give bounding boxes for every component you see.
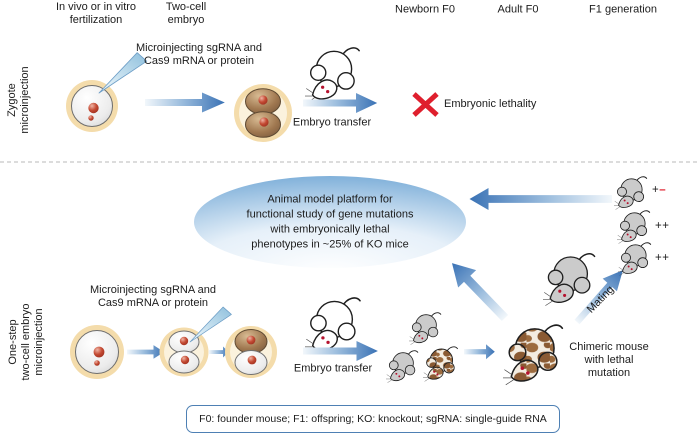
arrow-litter-to-chimeric [464, 344, 495, 360]
arrow-zygote-to-twocell-bottom [127, 345, 165, 359]
pup-gray-mouse-icon-1 [408, 312, 442, 346]
genotype-het: +– [652, 184, 666, 198]
column-header-f1-generation: F1 generation [589, 3, 657, 16]
two-cell-embryo-brown-icon [234, 84, 292, 142]
f1-mouse-icon-1 [613, 176, 648, 211]
column-header-adult-f0: Adult F0 [497, 3, 539, 16]
arrow-zygote-to-twocell [145, 92, 225, 113]
injection-needle-icon-bottom [189, 306, 232, 343]
f1-mouse-icon-3 [617, 242, 652, 277]
adult-f0-mouse-icon [542, 253, 596, 307]
legend-text: F0: founder mouse; F1: offspring; KO: kn… [199, 413, 547, 425]
zygote-embryo-icon-bottom [70, 325, 124, 379]
row-label-one-step: One-step two-cell embryo microinjection [7, 303, 46, 381]
two-cell-embryo-gray-icon [159, 327, 209, 377]
f1-mouse-icon-2 [616, 210, 651, 245]
genotype-wt-1: ++ [655, 220, 670, 232]
genotype-het-plus: + [652, 184, 660, 196]
column-header-two-cell: Two-cell embryo [165, 0, 207, 26]
platform-text: Animal model platform for functional stu… [246, 193, 414, 250]
row-label-zygote: Zygote microinjection [5, 66, 31, 134]
embryo-transfer-label-bottom: Embryo transfer [293, 362, 373, 375]
pup-gray-mouse-icon-2 [385, 350, 419, 384]
arrow-f1-to-platform [469, 188, 612, 210]
two-cell-embryo-mosaic-icon [225, 326, 277, 378]
platform-ellipse [194, 176, 466, 268]
inject-label-bottom: Microinjecting sgRNA and Cas9 mRNA or pr… [90, 283, 216, 309]
inject-label-top: Microinjecting sgRNA and Cas9 mRNA or pr… [136, 41, 262, 67]
surrogate-mouse-icon-top [304, 47, 360, 104]
lethality-label: Embryonic lethality [444, 98, 537, 110]
genotype-wt-2: ++ [655, 252, 670, 264]
column-header-fertilization: In vivo or in vitro fertilization [55, 0, 137, 26]
column-header-newborn-f0: Newborn F0 [395, 3, 455, 16]
arrow-chimeric-to-platform [443, 254, 514, 327]
genotype-het-minus: – [659, 184, 667, 196]
surrogate-mouse-icon-bottom [304, 297, 361, 355]
legend-box: F0: founder mouse; F1: offspring; KO: kn… [186, 405, 560, 433]
pup-chimeric-mouse-icon [422, 346, 458, 382]
zygote-embryo-icon [66, 80, 118, 132]
chimeric-mouse-label: Chimeric mouse with lethal mutation [569, 341, 649, 380]
lethality-cross-icon [412, 92, 439, 117]
chimeric-mouse-icon [502, 324, 564, 386]
embryo-transfer-label-top: Embryo transfer [292, 116, 372, 129]
